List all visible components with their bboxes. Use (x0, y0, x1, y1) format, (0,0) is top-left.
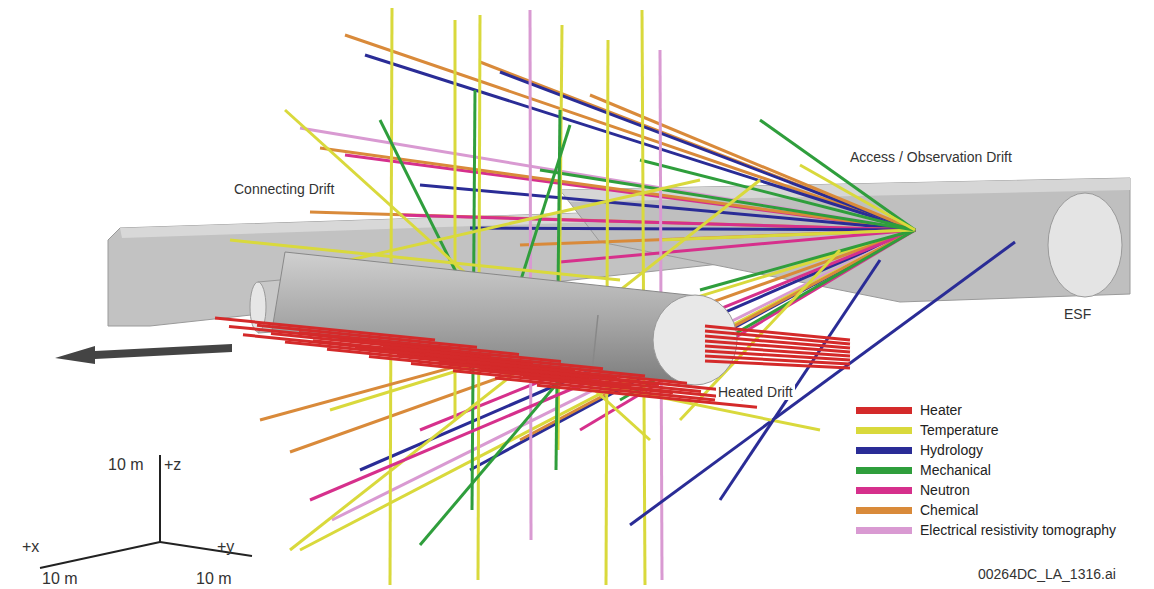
legend-swatch (856, 507, 912, 514)
drawing-label: Heated Drift (716, 384, 795, 400)
bulkhead (592, 315, 598, 372)
drawing-label: 10 m (196, 570, 232, 588)
legend-row: Electrical resistivity tomography (856, 520, 1116, 540)
direction-arrow (55, 344, 232, 364)
legend-swatch (856, 527, 912, 534)
heater-hole (705, 361, 850, 368)
legend-row: Neutron (856, 480, 1116, 500)
legend-row: Temperature (856, 420, 1116, 440)
borehole (290, 180, 760, 550)
legend-row: Heater (856, 400, 1116, 420)
borehole (640, 160, 915, 230)
borehole (420, 380, 560, 545)
drawing-label: Connecting Drift (232, 181, 336, 197)
heated-drift (272, 252, 698, 385)
axis-y (160, 542, 252, 556)
drawing-label: +x (22, 538, 39, 556)
drawing-label: 00264DC_LA_1316.ai (978, 566, 1116, 582)
legend-text: Mechanical (920, 462, 991, 478)
legend-swatch (856, 467, 912, 474)
legend-swatch (856, 447, 912, 454)
legend-swatch (856, 427, 912, 434)
axis-z (159, 455, 161, 542)
borehole (530, 10, 531, 540)
legend-text: Hydrology (920, 442, 983, 458)
legend-swatch (856, 487, 912, 494)
legend: HeaterTemperatureHydrologyMechanicalNeut… (852, 398, 1120, 542)
borehole (540, 170, 915, 230)
borehole (320, 148, 915, 230)
legend-swatch (856, 407, 912, 414)
drawing-label: 10 m (108, 456, 144, 474)
borehole (345, 35, 915, 230)
legend-text: Temperature (920, 422, 999, 438)
axis-x (40, 542, 160, 568)
borehole (365, 55, 915, 230)
drawing-label: 10 m (42, 570, 78, 588)
borehole (660, 230, 915, 240)
heated-drift-end (653, 295, 737, 385)
borehole (800, 165, 915, 230)
legend-text: Neutron (920, 482, 970, 498)
borehole (350, 180, 700, 260)
heater-hole (495, 378, 715, 400)
borehole (630, 242, 1015, 525)
drawing-label: ESF (1064, 306, 1091, 322)
legend-row: Chemical (856, 500, 1116, 520)
borehole (520, 230, 915, 245)
drawing-label: +y (217, 538, 234, 556)
drawing-label: Access / Observation Drift (848, 149, 1014, 165)
legend-row: Hydrology (856, 440, 1116, 460)
esf-portal (1048, 193, 1122, 297)
legend-text: Heater (920, 402, 962, 418)
drawing-label: +z (164, 456, 181, 474)
legend-text: Electrical resistivity tomography (920, 522, 1116, 538)
borehole (700, 230, 915, 290)
borehole (760, 120, 915, 230)
legend-text: Chemical (920, 502, 978, 518)
legend-row: Mechanical (856, 460, 1116, 480)
